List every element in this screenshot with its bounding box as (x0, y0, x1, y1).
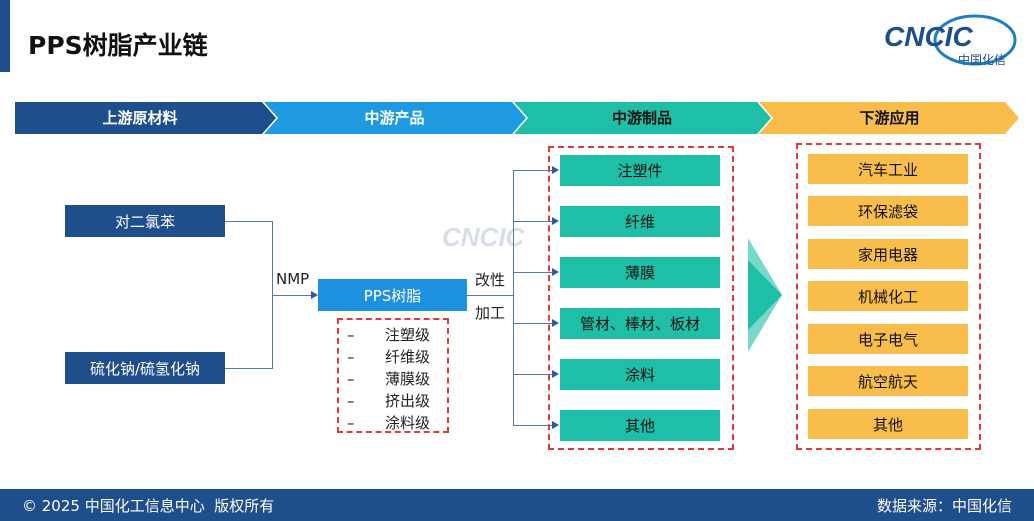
stage-chevrons (15, 102, 1019, 134)
svg-text:中国化信: 中国化信 (958, 52, 1006, 67)
application-item: 环保滤袋 (808, 196, 968, 226)
arrow-icon (552, 319, 559, 327)
mid-product-item: 注塑件 (560, 155, 720, 186)
stage-label: 中游制品 (611, 109, 672, 127)
connector-line (225, 221, 272, 222)
application-item: 机械化工 (808, 281, 968, 311)
stage-label: 中游产品 (364, 109, 425, 127)
stage-label: 下游应用 (859, 109, 920, 127)
svg-text:CNCIC: CNCIC (442, 222, 526, 252)
raw-material-box: 对二氯苯 (65, 205, 225, 237)
product-box: PPS树脂 (318, 279, 467, 311)
raw-material-box: 硫化钠/硫氢化钠 (65, 352, 225, 384)
arrow-icon (311, 291, 318, 299)
processing-label: 改性 (475, 271, 506, 289)
arrow-icon (552, 268, 559, 276)
grade-item: –注塑级 (347, 326, 431, 344)
processing-label: 加工 (475, 304, 506, 322)
arrow-icon (552, 421, 559, 429)
stage-label: 上游原材料 (102, 109, 178, 127)
page-title: PPS树脂产业链 (28, 31, 208, 60)
copyright-text: © 2025 中国化工信息中心 版权所有 (22, 496, 275, 515)
footer: © 2025 中国化工信息中心 版权所有 数据来源：中国化信 (0, 489, 1034, 521)
source-text: 数据来源：中国化信 (876, 496, 1012, 515)
connector-line (225, 368, 272, 369)
arrow-icon (552, 370, 559, 378)
applications-box (796, 143, 981, 450)
arrow-icon (552, 217, 559, 225)
application-item: 航空航天 (808, 366, 968, 396)
mid-product-item: 管材、棒材、板材 (560, 308, 720, 339)
connector-line (467, 295, 513, 296)
mid-product-item: 其他 (560, 410, 720, 441)
arrow-icon (552, 166, 559, 174)
grade-item: –涂料级 (347, 414, 431, 432)
mid-product-item: 涂料 (560, 359, 720, 390)
connector-line (513, 170, 514, 425)
application-item: 电子电气 (808, 324, 968, 354)
application-item: 家用电器 (808, 239, 968, 269)
application-item: 其他 (808, 409, 968, 439)
stage-chevron-midstream-product (264, 102, 526, 134)
stage-chevron-upstream (15, 102, 276, 134)
grade-item: –薄膜级 (347, 370, 431, 388)
process-label: NMP (276, 270, 310, 288)
mid-product-item: 纤维 (560, 206, 720, 237)
application-item: 汽车工业 (808, 154, 968, 184)
svg-text:CNCIC: CNCIC (884, 21, 973, 52)
big-arrow-icon (748, 238, 782, 352)
connector-line (272, 295, 312, 296)
watermark-logo: CNCIC (442, 222, 526, 252)
mid-products-box (548, 146, 734, 450)
mid-product-item: 薄膜 (560, 257, 720, 288)
cncic-logo: CNCIC 中国化信 (884, 14, 1017, 67)
stage-chevron-midstream-goods (514, 102, 771, 134)
grade-item: –纤维级 (347, 348, 431, 366)
stage-chevron-downstream (759, 102, 1019, 134)
title-accent-bar (0, 0, 10, 72)
grades-box: –注塑级 –纤维级 –薄膜级 –挤出级 –涂料级 (337, 318, 449, 433)
grade-item: –挤出级 (347, 392, 431, 410)
